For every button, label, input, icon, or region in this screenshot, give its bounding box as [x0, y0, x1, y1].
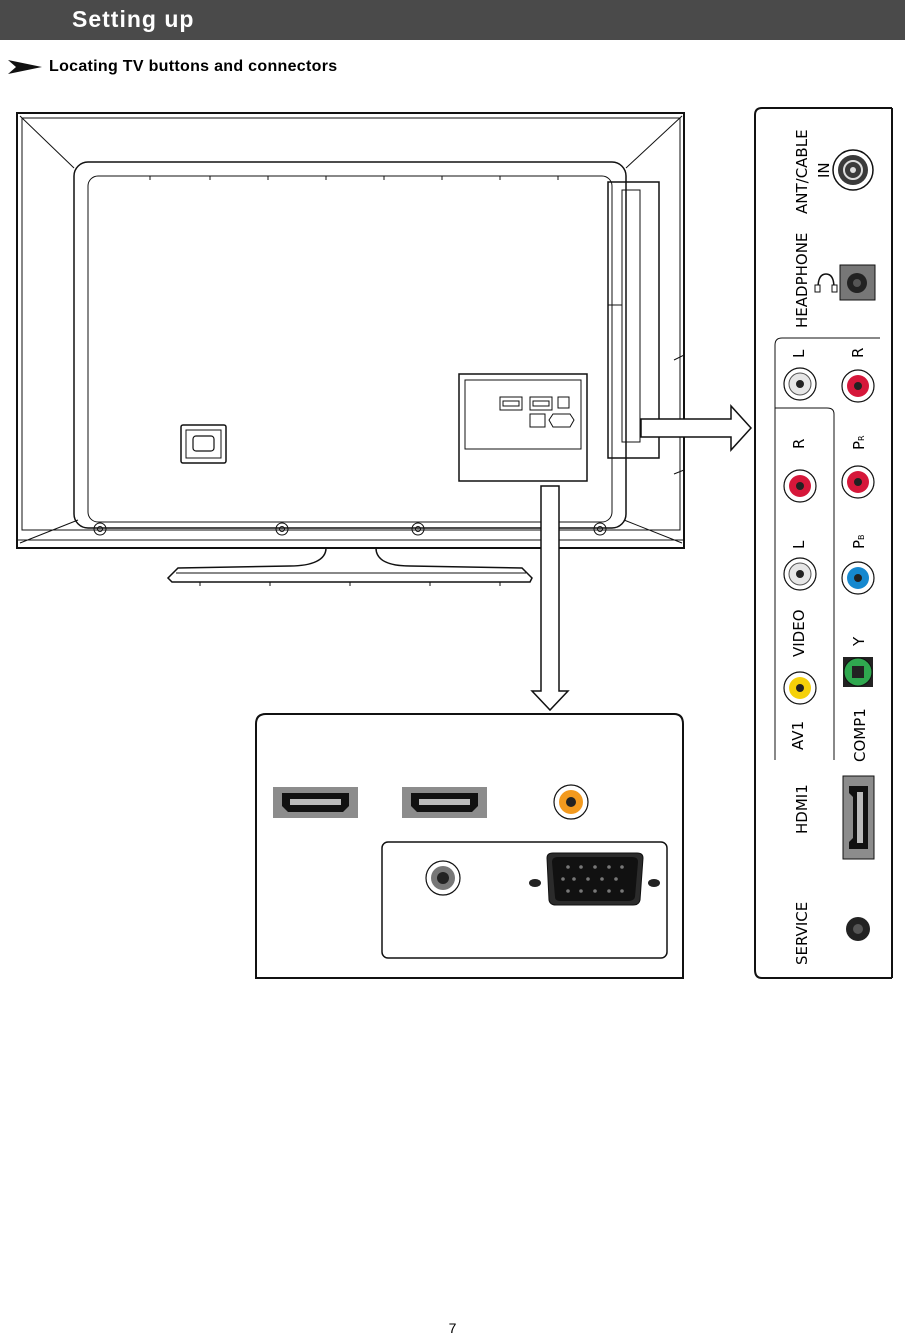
arrow-right-icon: [641, 406, 751, 450]
label-av1-video: VIDEO: [790, 609, 808, 657]
comp-y-jack: [843, 657, 873, 687]
av1-video-jack: [784, 672, 816, 704]
audio-r-jack: [842, 370, 874, 402]
rear-pc-audio-jack: [426, 861, 460, 895]
av1-l-jack: [784, 558, 816, 590]
comp-pr-jack: [842, 466, 874, 498]
label-av1-l: L: [790, 541, 808, 549]
tv-stand: [168, 548, 532, 586]
label-comp-pb: PB: [850, 534, 868, 549]
rear-panel-frame: [256, 714, 683, 978]
label-headphone: HEADPHONE: [793, 233, 811, 328]
label-ant-cable: ANT/CABLE: [793, 129, 811, 214]
label-service: SERVICE: [793, 902, 811, 965]
tv-back-view: [17, 113, 684, 548]
page-number: 7: [0, 1320, 905, 1336]
label-audio-l: L: [790, 350, 808, 358]
headphone-icon-ear: [815, 285, 837, 292]
label-av1-r: R: [790, 439, 808, 449]
rear-vga-port: [529, 853, 660, 905]
audio-l-jack: [784, 368, 816, 400]
label-av1: AV1: [789, 721, 807, 750]
headphone-jack: [840, 265, 875, 300]
label-ant-cable-in: IN: [815, 162, 833, 178]
label-comp-pr: PR: [850, 435, 868, 450]
arrow-down-icon: [532, 486, 568, 710]
tv-frame-ticks: [150, 176, 558, 180]
service-jack: [846, 917, 870, 941]
comp-pb-jack: [842, 562, 874, 594]
av1-r-jack: [784, 470, 816, 502]
tv-diagram: [0, 0, 905, 1000]
screw-mounts: [94, 523, 606, 535]
rear-hdmi-port-1: [273, 787, 358, 818]
label-comp-y: Y: [850, 637, 868, 646]
hdmi1-port: [843, 776, 874, 859]
ant-cable-jack: [833, 150, 873, 190]
power-connector-icon: [181, 425, 226, 463]
label-comp1: COMP1: [851, 708, 869, 762]
label-audio-r: R: [849, 348, 867, 358]
label-hdmi1: HDMI1: [793, 784, 811, 834]
rear-connector-box: [459, 374, 587, 481]
rear-hdmi-port-2: [402, 787, 487, 818]
rear-spdif-jack: [554, 785, 588, 819]
